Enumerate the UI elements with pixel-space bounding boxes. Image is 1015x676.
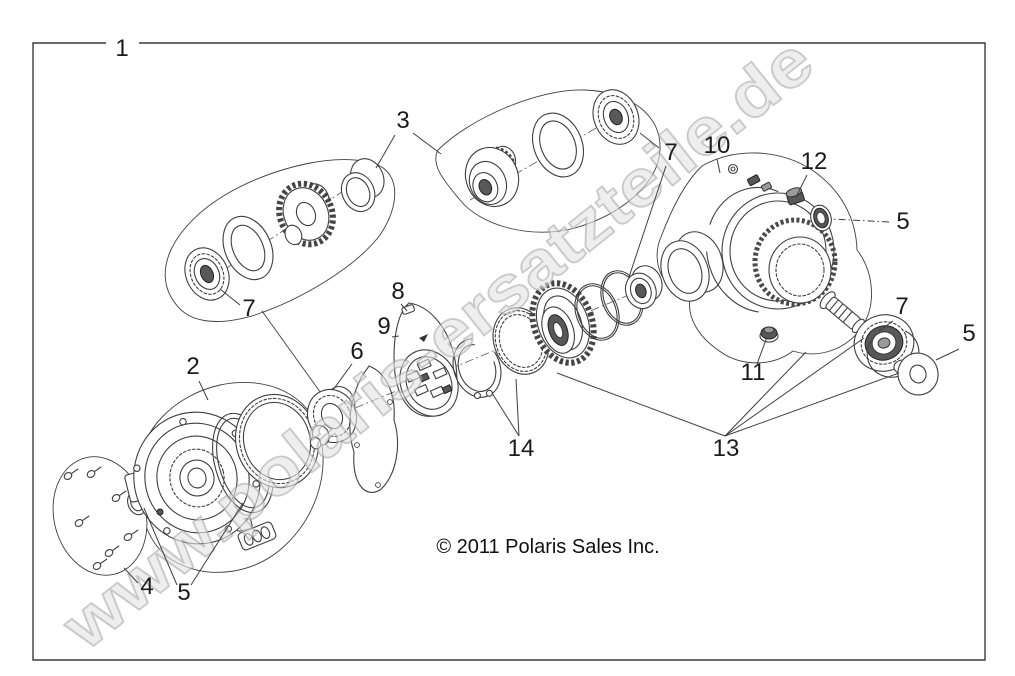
leader-line-10 xyxy=(716,158,721,174)
thrust-washer xyxy=(897,352,939,396)
bushing xyxy=(340,158,385,213)
leader-line-8 xyxy=(400,303,408,312)
pilot-bearing xyxy=(624,265,663,310)
splined-shaft xyxy=(819,291,869,336)
washer xyxy=(222,215,274,281)
callout-label-5: 5 xyxy=(962,320,975,347)
leader-line-3 xyxy=(375,134,396,169)
callout-label-5: 5 xyxy=(896,208,909,235)
leader-line-7 xyxy=(219,288,241,306)
o-ring xyxy=(574,283,620,341)
leader-line-5 xyxy=(935,348,960,361)
snap-ring xyxy=(452,338,502,400)
bolt-plate xyxy=(52,456,148,576)
bolts xyxy=(63,466,139,571)
callout-label-8: 8 xyxy=(391,278,404,305)
gear-bearing-unit xyxy=(464,145,520,208)
callout-label-6: 6 xyxy=(350,338,363,365)
axle-tube xyxy=(660,231,724,302)
roller-set xyxy=(237,521,277,551)
copyright-text: © 2011 Polaris Sales Inc. xyxy=(436,536,659,558)
leader-line-2 xyxy=(198,380,209,401)
leader-line-3 xyxy=(412,132,442,155)
clutch-drum xyxy=(529,280,597,366)
bearing xyxy=(592,89,640,145)
pinion-bearing xyxy=(306,385,358,450)
callout-label-5: 5 xyxy=(177,579,190,606)
leader-line-14 xyxy=(515,378,520,437)
gearcase-cover xyxy=(124,411,261,545)
leader-line-5 xyxy=(190,502,244,586)
gearcase-housing-group xyxy=(656,152,872,364)
callout-label-2: 2 xyxy=(186,353,199,380)
gasket xyxy=(349,365,399,493)
leader-line-5 xyxy=(831,218,890,223)
housing-bore xyxy=(705,186,838,314)
bearing-kit-left-group xyxy=(164,158,396,397)
leader-line-5 xyxy=(143,507,178,586)
leader-line-7 xyxy=(628,165,667,278)
leader-line-6 xyxy=(332,363,353,391)
plug-seal-oring xyxy=(810,204,832,232)
tag-mark xyxy=(760,181,772,192)
leader-line-13 xyxy=(724,337,865,437)
drain-plug xyxy=(759,326,779,343)
stud xyxy=(727,163,739,175)
bearing xyxy=(184,247,230,301)
leader-line-12 xyxy=(795,174,808,198)
callout-label-14: 14 xyxy=(508,435,535,462)
kit-top-balloon xyxy=(435,89,661,233)
leader-line-14 xyxy=(491,392,520,437)
bolt xyxy=(156,508,164,516)
leader-line-9 xyxy=(391,335,400,338)
kit-left-balloon xyxy=(164,159,396,322)
leader-line-7 xyxy=(878,320,894,332)
leader-line-4 xyxy=(123,567,139,584)
leader-line-13 xyxy=(556,372,726,437)
leader-line-13 xyxy=(724,372,900,437)
tag-mark xyxy=(747,174,761,187)
callout-label-3: 3 xyxy=(396,107,409,134)
output-bearing-group xyxy=(853,314,939,396)
clutch-stack-group xyxy=(306,265,663,493)
callout-label-4: 4 xyxy=(140,573,153,600)
callout-label-9: 9 xyxy=(377,313,390,340)
leader-line-13 xyxy=(724,351,807,437)
callout-label-7: 7 xyxy=(242,295,255,322)
callout-label-7: 7 xyxy=(664,139,677,166)
output-bearing xyxy=(853,314,915,372)
stud xyxy=(730,166,736,172)
breather-mark xyxy=(419,334,428,342)
leader-line-11 xyxy=(756,336,768,365)
vent-tab xyxy=(401,304,415,315)
bearing-kit-top-group xyxy=(435,89,661,233)
gear-hub xyxy=(276,180,336,248)
callout-label-12: 12 xyxy=(801,148,828,175)
seal-ring xyxy=(531,112,585,178)
leader-line-7 xyxy=(639,132,660,149)
kit-location-line xyxy=(261,310,324,397)
cover-assembly-group xyxy=(52,382,324,576)
callout-label-13: 13 xyxy=(713,435,740,462)
callout-label-11: 11 xyxy=(741,359,766,386)
figure-border xyxy=(32,42,986,661)
callout-label-1: 1 xyxy=(115,35,128,62)
callout-label-10: 10 xyxy=(704,132,731,159)
callout-label-7: 7 xyxy=(895,293,908,320)
